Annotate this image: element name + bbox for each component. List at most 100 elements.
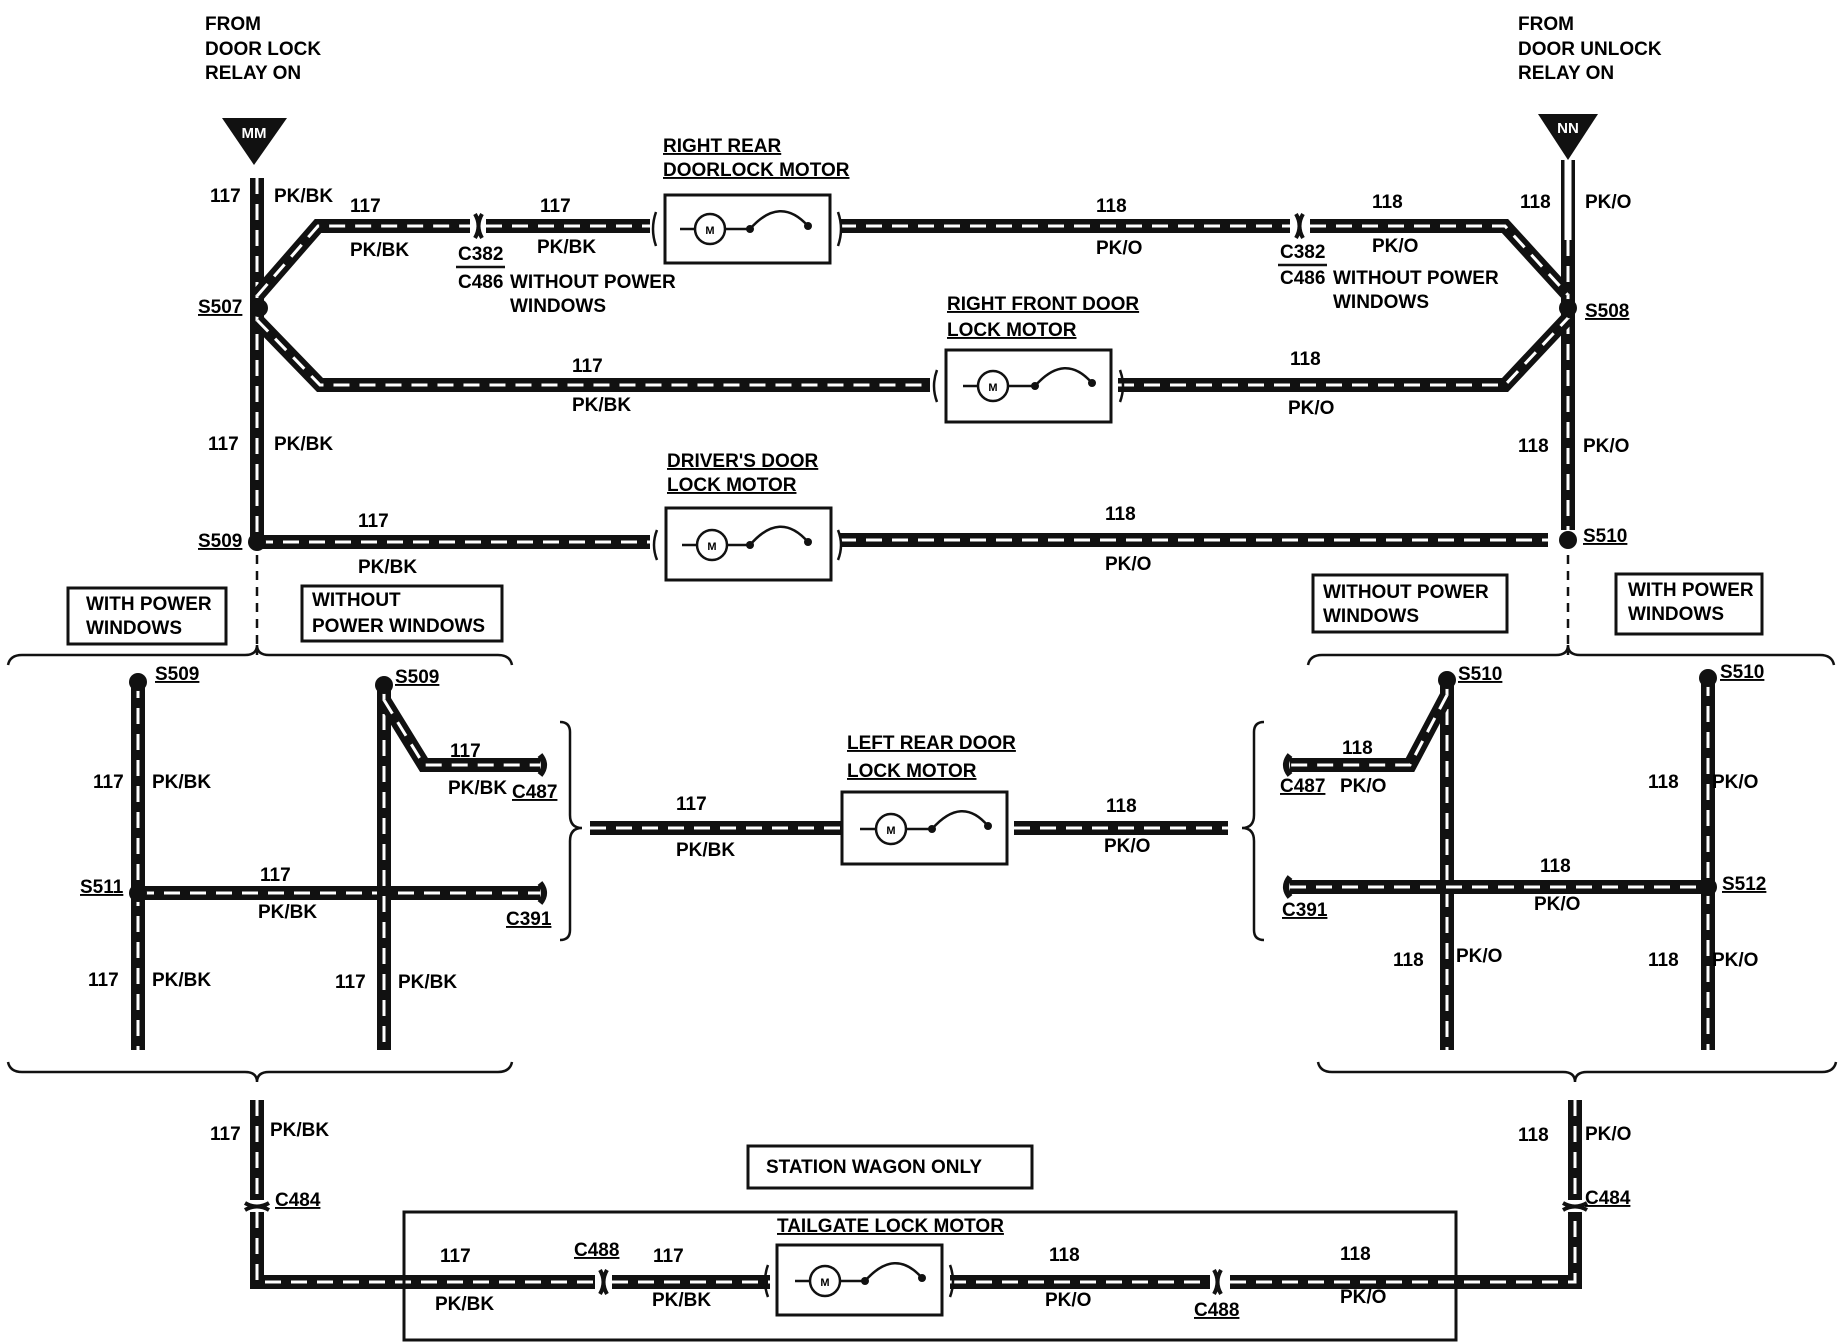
splice-s511-label: S511 [80,877,124,898]
connector-c486-label: C486 [458,272,503,293]
without-power-windows-note-right-1: WITHOUT POWER [1333,268,1499,289]
without-power-windows-note-right-2: WINDOWS [1333,292,1429,313]
label-118: 118 [1105,504,1136,525]
motor-tailgate-label: TAILGATE LOCK MOTOR [777,1216,1004,1237]
label-pkbk: PK/BK [152,772,211,793]
splice-s508-label: S508 [1585,301,1629,322]
connector-c484-label: C484 [275,1190,321,1211]
label-118: 118 [1049,1245,1080,1266]
splice-s508-dot [1559,299,1577,317]
connector-ends [243,212,1589,1296]
splice-s509-dot [248,533,266,551]
splice-s509-lower-dot-2 [375,676,393,694]
label-118: 118 [1096,196,1127,217]
source-right-line2: DOOR UNLOCK [1518,39,1662,60]
label-117: 117 [653,1246,684,1267]
label-pko: PK/O [1045,1290,1091,1311]
terminal-mm-label: MM [242,125,267,142]
label-118: 118 [1520,192,1551,213]
motor-driver-label1: DRIVER'S DOOR [667,451,819,472]
motor-left-rear-label2: LOCK MOTOR [847,761,977,782]
splice-s509-lower-label-2: S509 [395,667,439,688]
label-pkbk: PK/BK [270,1120,329,1141]
motor-symbol: M [705,225,714,237]
label-117: 117 [440,1246,471,1267]
motor-driver-label2: LOCK MOTOR [667,475,797,496]
label-117: 117 [210,1124,241,1145]
label-pkbk: PK/BK [358,557,417,578]
label-pkbk: PK/BK [435,1294,494,1315]
label-118: 118 [1290,349,1321,370]
without-power-windows-note-left-2: WINDOWS [510,296,606,317]
connector-c391-label: C391 [1282,900,1328,921]
splice-s511-dot [129,884,147,902]
label-117: 117 [208,434,239,455]
label-118: 118 [1648,772,1679,793]
label-pko: PK/O [1583,436,1629,457]
label-117: 117 [540,196,571,217]
label-117: 117 [93,772,124,793]
label-pko: PK/O [1585,1124,1631,1145]
label-pkbk: PK/BK [448,778,507,799]
wire-labels: 117 PK/BK 117 PK/BK 117 PK/BK 117 PK/BK … [88,186,1758,1315]
source-right-line3: RELAY ON [1518,63,1614,84]
label-pkbk: PK/BK [274,434,333,455]
splice-s509-lower-label-1: S509 [155,664,199,685]
motor-symbol: M [988,382,997,394]
splice-s512-label: S512 [1722,874,1766,895]
terminal-nn-label: NN [1557,120,1579,137]
source-left-line3: RELAY ON [205,63,301,84]
label-pko: PK/O [1288,398,1334,419]
label-pkbk: PK/BK [652,1290,711,1311]
label-pkbk: PK/BK [258,902,317,923]
label-pko: PK/O [1105,554,1151,575]
label-pkbk: PK/BK [274,186,333,207]
motor-symbol: M [886,825,895,837]
splice-s507-dot [250,299,268,317]
motor-right-front-label1: RIGHT FRONT DOOR [947,294,1139,315]
connector-c487-label: C487 [1280,776,1325,797]
label-117: 117 [572,356,603,377]
splice-s510-lower-dot-1 [1438,671,1456,689]
splice-s512-dot [1699,878,1717,896]
label-pko: PK/O [1340,776,1386,797]
without-power-windows-box-right-2: WINDOWS [1323,606,1419,627]
splice-s510-lower-label-2: S510 [1720,662,1764,683]
label-pkbk: PK/BK [676,840,735,861]
motor-right-front: M RIGHT FRONT DOOR LOCK MOTOR [932,294,1139,424]
label-117: 117 [335,972,366,993]
label-pko: PK/O [1712,772,1758,793]
option-brackets [6,644,1838,1083]
label-pko: PK/O [1534,894,1580,915]
motor-driver: M DRIVER'S DOOR LOCK MOTOR [652,451,843,582]
label-pko: PK/O [1340,1287,1386,1308]
label-117: 117 [358,511,389,532]
splice-labels: S507 S508 S509 S510 S509 S509 S511 S510 … [80,297,1766,898]
label-pkbk: PK/BK [398,972,457,993]
splice-s510-dot [1559,531,1577,549]
label-118: 118 [1648,950,1679,971]
label-pko: PK/O [1456,946,1502,967]
with-power-windows-box-right-2: WINDOWS [1628,604,1724,625]
connector-labels: C382 C486 C382 C486 C487 C391 C487 C391 … [275,242,1631,1321]
label-pko: PK/O [1712,950,1758,971]
terminal-mm: MM [222,118,287,165]
connector-c382-label: C382 [1280,242,1325,263]
motor-right-rear-label1: RIGHT REAR [663,136,782,157]
with-power-windows-box-left-2: WINDOWS [86,618,182,639]
motor-left-rear: M LEFT REAR DOOR LOCK MOTOR [840,733,1016,866]
with-power-windows-box-right-1: WITH POWER [1628,580,1754,601]
label-118: 118 [1342,738,1373,759]
source-left-line1: FROM [205,14,261,35]
label-pko: PK/O [1096,238,1142,259]
label-pkbk: PK/BK [537,237,596,258]
label-117: 117 [350,196,381,217]
label-pkbk: PK/BK [350,240,409,261]
without-power-windows-box-left-1: WITHOUT [312,590,401,611]
wires [131,160,1715,1289]
splice-s507-label: S507 [198,297,242,318]
without-power-windows-box-left-2: POWER WINDOWS [312,616,485,637]
connector-c484-label: C484 [1585,1188,1631,1209]
label-117: 117 [210,186,241,207]
